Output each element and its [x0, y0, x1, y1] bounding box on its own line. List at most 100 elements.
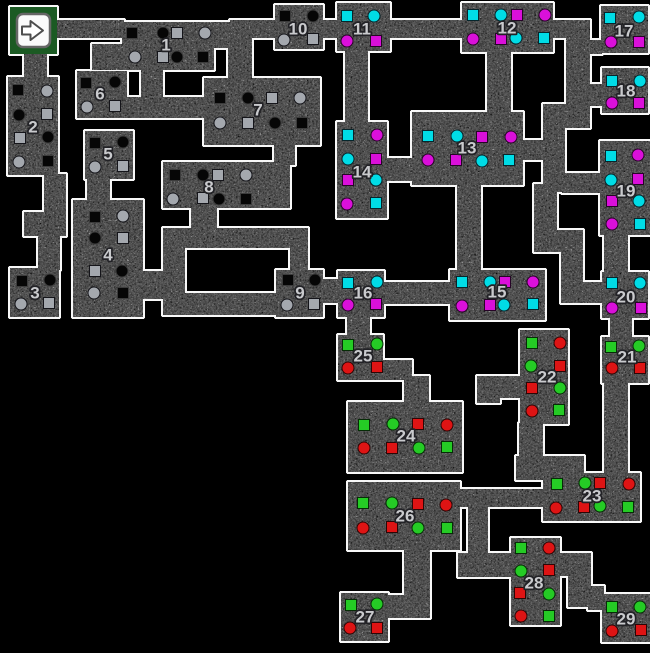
- corridor: [44, 174, 66, 222]
- map-dots-layer: [12, 8, 647, 638]
- magenta-square-dot: [342, 174, 354, 186]
- cyan-square-dot: [606, 277, 618, 289]
- room-13[interactable]: [412, 112, 523, 185]
- gray-square-dot: [307, 33, 319, 45]
- gray-circle-dot: [239, 168, 253, 182]
- green-square-dot: [345, 599, 357, 611]
- black-square-dot: [89, 211, 101, 223]
- green-circle-dot: [524, 359, 538, 373]
- green-square-dot: [551, 478, 563, 490]
- magenta-circle-dot: [631, 148, 645, 162]
- right-arrow-icon: [21, 20, 44, 41]
- room-8[interactable]: [163, 162, 290, 208]
- room-number-label: 18: [617, 82, 636, 101]
- red-circle-dot: [525, 404, 539, 418]
- gray-circle-dot: [80, 100, 94, 114]
- corridor: [56, 20, 124, 38]
- magenta-square-dot: [495, 33, 507, 45]
- room-26[interactable]: [348, 482, 460, 550]
- black-square-dot: [42, 155, 54, 167]
- cyan-circle-dot: [509, 31, 523, 45]
- room-number-label: 16: [354, 284, 373, 303]
- gray-circle-dot: [116, 209, 130, 223]
- green-square-dot: [553, 404, 565, 416]
- red-square-dot: [578, 501, 590, 513]
- room-7[interactable]: [204, 78, 320, 145]
- room-number-label: 17: [615, 22, 634, 41]
- black-square-dot: [296, 117, 308, 129]
- red-circle-dot: [542, 541, 556, 555]
- room-number-label: 13: [458, 139, 477, 158]
- red-square-dot: [412, 418, 424, 430]
- magenta-circle-dot: [538, 8, 552, 22]
- corridor: [404, 376, 429, 403]
- start-entrance-icon[interactable]: [10, 7, 57, 54]
- gray-square-dot: [308, 298, 320, 310]
- corridor: [519, 423, 543, 459]
- gray-circle-dot: [14, 297, 28, 311]
- corridor: [142, 271, 164, 299]
- gray-circle-dot: [166, 192, 180, 206]
- cyan-circle-dot: [450, 129, 464, 143]
- corridor: [543, 104, 565, 192]
- room-number-label: 15: [488, 283, 507, 302]
- magenta-square-dot: [635, 302, 647, 314]
- black-square-dot: [169, 169, 181, 181]
- black-circle-dot: [212, 192, 226, 206]
- gray-square-dot: [197, 192, 209, 204]
- green-circle-dot: [370, 337, 384, 351]
- red-circle-dot: [343, 621, 357, 635]
- cyan-circle-dot: [494, 8, 508, 22]
- green-circle-dot: [633, 600, 647, 614]
- corridor: [522, 140, 546, 160]
- room-number-label: 27: [356, 608, 375, 627]
- red-circle-dot: [549, 501, 563, 515]
- black-circle-dot: [12, 108, 26, 122]
- room-number-label: 4: [103, 246, 113, 265]
- gray-square-dot: [41, 108, 53, 120]
- corridor: [458, 553, 514, 577]
- room-24[interactable]: [348, 402, 462, 472]
- magenta-square-dot: [511, 9, 523, 21]
- black-square-dot: [240, 193, 252, 205]
- cyan-circle-dot: [475, 154, 489, 168]
- green-circle-dot: [412, 441, 426, 455]
- room-number-label: 29: [617, 610, 636, 629]
- room-4[interactable]: [73, 200, 143, 317]
- red-square-dot: [412, 498, 424, 510]
- gray-circle-dot: [87, 286, 101, 300]
- green-square-dot: [441, 522, 453, 534]
- green-square-dot: [622, 501, 634, 513]
- corridor: [610, 317, 632, 338]
- gray-square-dot: [89, 265, 101, 277]
- gray-circle-dot: [280, 298, 294, 312]
- cyan-square-dot: [456, 276, 468, 288]
- green-square-dot: [606, 601, 618, 613]
- black-square-dot: [126, 27, 138, 39]
- corridor: [386, 158, 413, 181]
- corridor: [487, 51, 511, 113]
- red-circle-dot: [341, 361, 355, 375]
- cyan-circle-dot: [341, 152, 355, 166]
- room-number-label: 6: [95, 85, 104, 104]
- red-square-dot: [634, 362, 646, 374]
- room-number-label: 1: [161, 36, 170, 55]
- black-square-dot: [12, 84, 24, 96]
- red-circle-dot: [605, 361, 619, 375]
- red-square-dot: [635, 624, 647, 636]
- gray-square-dot: [117, 160, 129, 172]
- black-circle-dot: [308, 273, 322, 287]
- cyan-square-dot: [634, 218, 646, 230]
- magenta-square-dot: [633, 36, 645, 48]
- room-1[interactable]: [92, 44, 214, 70]
- gray-square-dot: [266, 92, 278, 104]
- gray-square-dot: [117, 232, 129, 244]
- room-number-label: 11: [353, 20, 371, 39]
- gray-square-dot: [242, 117, 254, 129]
- black-circle-dot: [241, 91, 255, 105]
- cyan-circle-dot: [367, 9, 381, 23]
- corridor: [123, 97, 205, 118]
- room-number-label: 14: [353, 163, 372, 182]
- room-number-label: 21: [618, 348, 637, 367]
